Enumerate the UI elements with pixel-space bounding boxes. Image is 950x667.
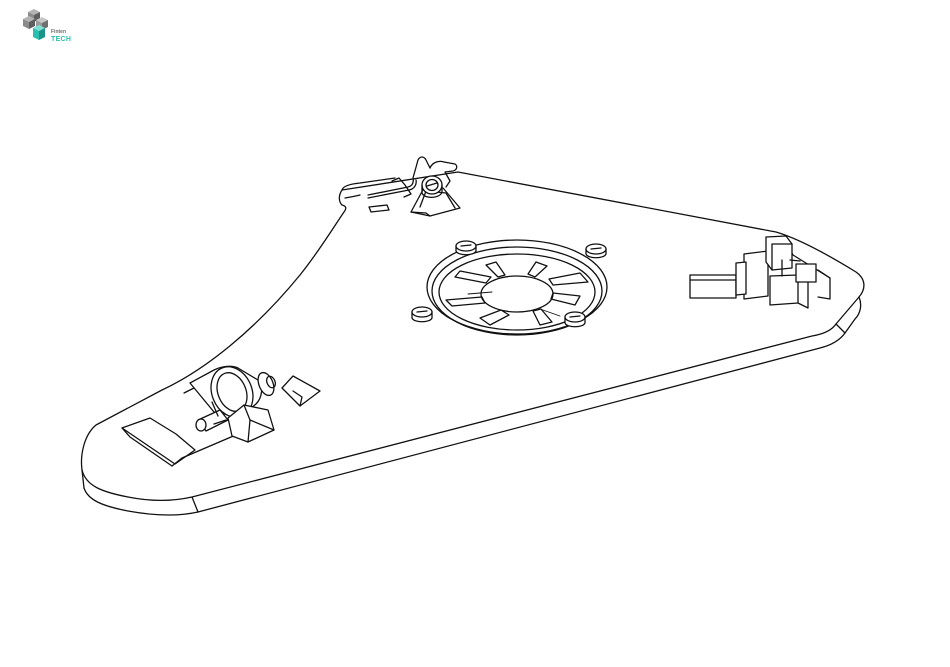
- fan-screw-bottom-left: [412, 307, 432, 322]
- fan-screw-bottom-right: [565, 312, 585, 327]
- fan-screw-top-right: [586, 244, 606, 258]
- fan-screw-top-left: [456, 241, 476, 255]
- triangular-base-plate: [82, 172, 864, 515]
